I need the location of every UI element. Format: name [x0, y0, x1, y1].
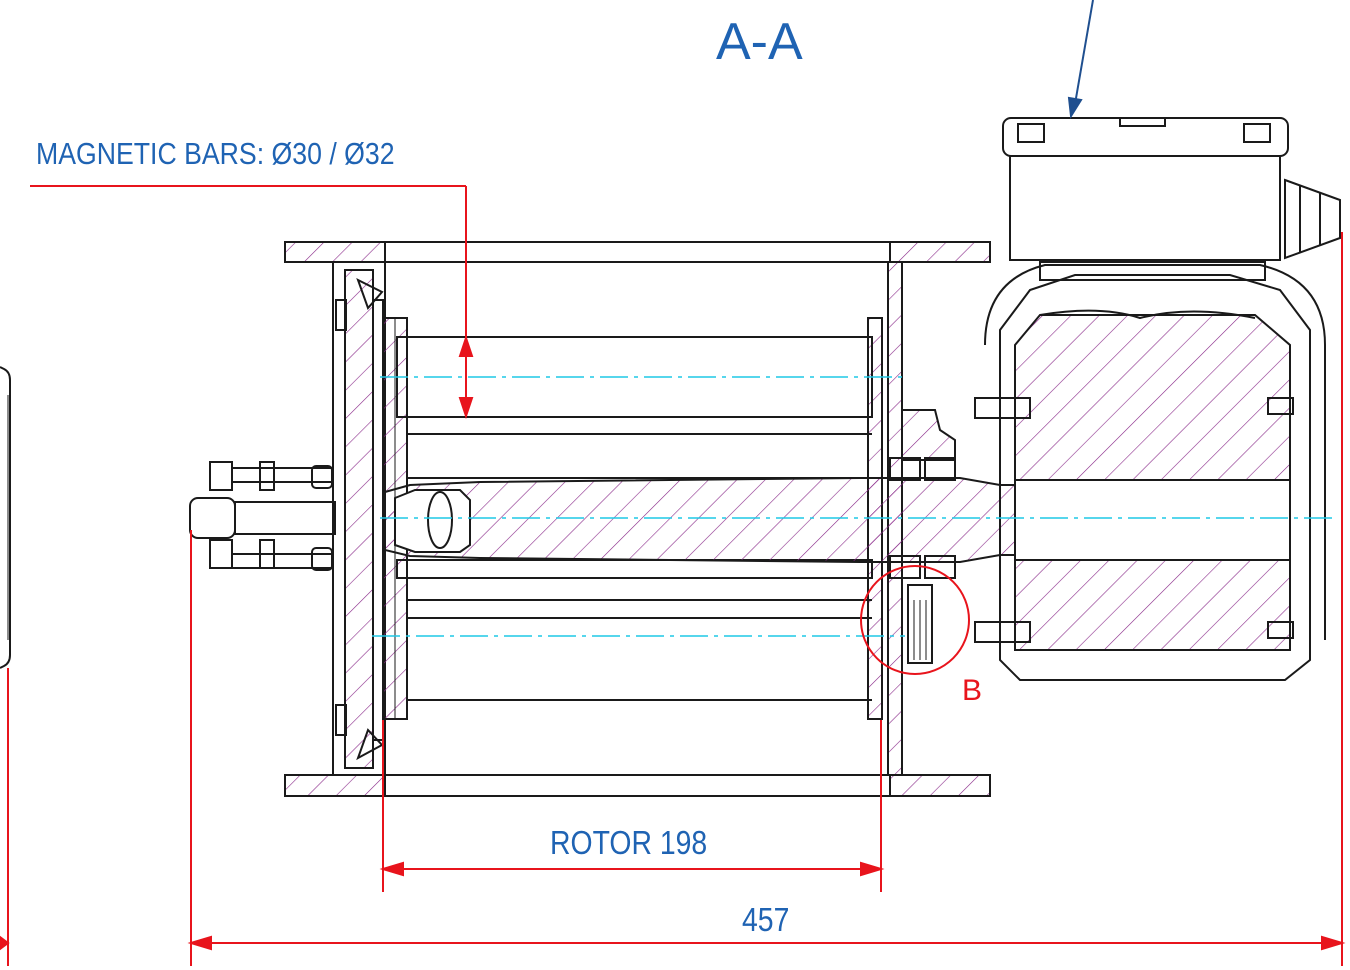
centerlines: [372, 376, 1335, 637]
rotor-dimension-label: ROTOR 198: [550, 824, 708, 861]
overall-dimension-label: 457: [742, 901, 790, 938]
section-title: A-A: [716, 13, 803, 71]
tie-rod-bolts: [189, 461, 336, 571]
bearings: [889, 457, 956, 664]
gear-motor: [974, 261, 1326, 681]
magnetic-bar-lower-top: [396, 559, 873, 579]
magnetic-bars: [396, 336, 873, 701]
leader-arrow: [1067, 0, 1094, 119]
overall-dimension: [0, 232, 1346, 966]
housing-top-flange: [284, 241, 991, 300]
left-partial-part: [0, 366, 11, 669]
housing-bottom-flange: [284, 774, 991, 797]
magnetic-bars-dimension: [30, 185, 474, 420]
terminal-box: [1002, 117, 1341, 261]
magnetic-bars-label: MAGNETIC BARS: Ø30 / Ø32: [36, 136, 395, 171]
detail-b-label: B: [962, 674, 983, 707]
detail-b-circle: [860, 565, 970, 675]
rotor-dimension: [379, 720, 885, 892]
